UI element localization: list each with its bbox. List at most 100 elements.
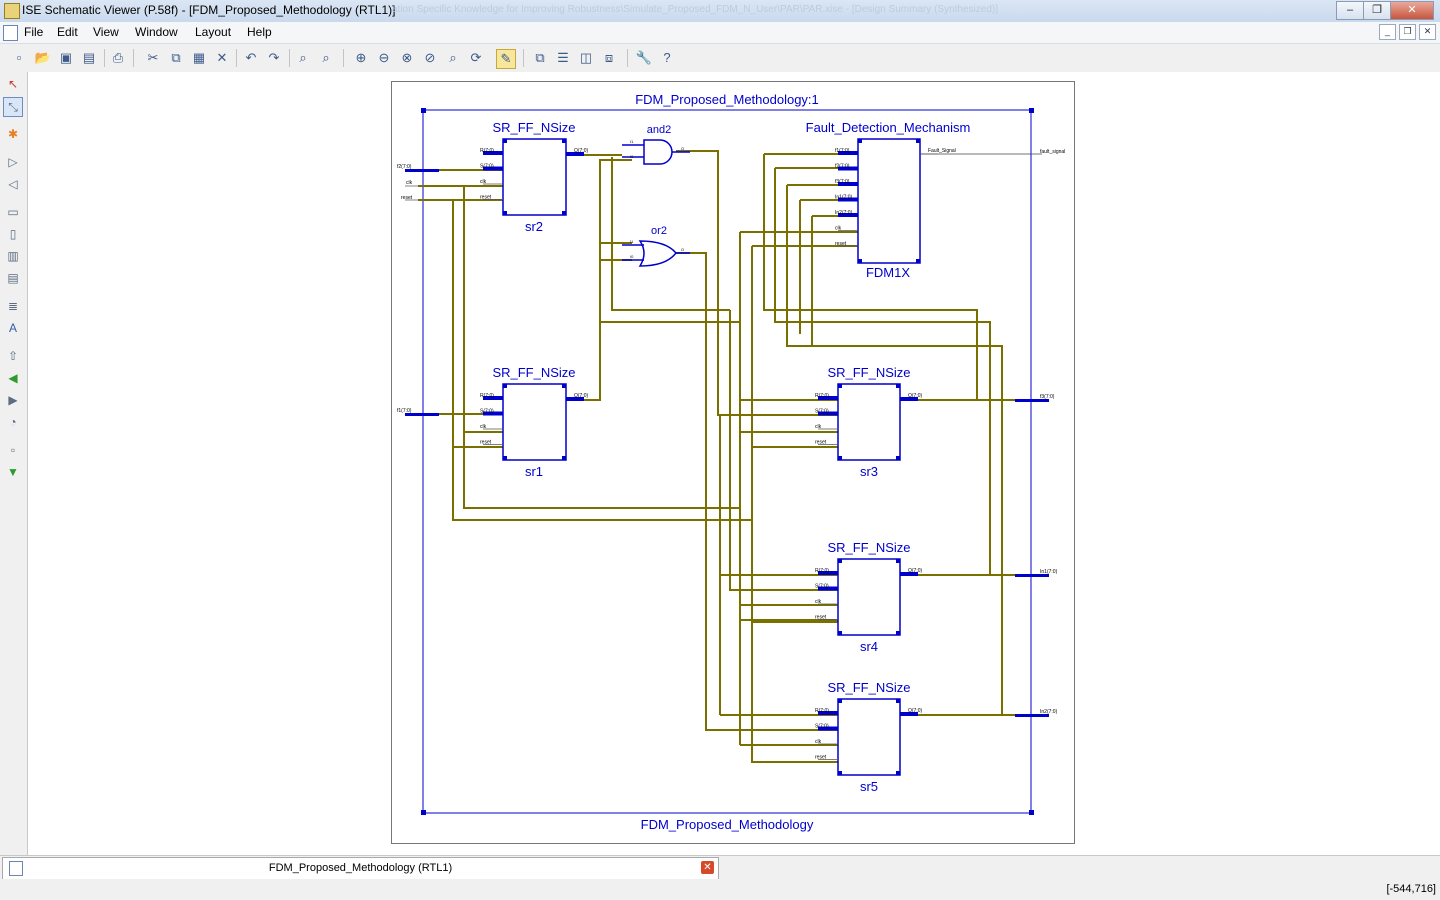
mark-icon[interactable]: ✱ [7, 127, 19, 141]
or2-gate[interactable]: or2 I1 I0 O [622, 225, 690, 267]
block-type-label: SR_FF_NSize [827, 540, 910, 555]
port-label: In1(7:0) [1040, 569, 1058, 575]
print-icon[interactable]: ⎙ [112, 50, 124, 65]
menu-window[interactable]: Window [135, 25, 178, 39]
zoom-in-icon[interactable]: ⊕ [355, 50, 367, 65]
delete-icon[interactable]: ✕ [216, 50, 228, 65]
menu-bar: File Edit View Window Layout Help _ ❐ ✕ [0, 22, 1440, 44]
tile-horizontal-icon[interactable]: ☰ [557, 50, 569, 65]
pin-label: In2(7:0) [835, 210, 853, 216]
or2-label: or2 [651, 225, 667, 237]
window-title: ISE Schematic Viewer (P.58f) - [FDM_Prop… [22, 3, 396, 17]
copy-icon[interactable]: ⧉ [171, 50, 181, 65]
block-type-label: SR_FF_NSize [492, 120, 575, 135]
port-label: f1(7:0) [397, 408, 412, 414]
pop-icon[interactable]: ▤ [7, 271, 19, 285]
block-type-label: Fault_Detection_Mechanism [806, 120, 971, 135]
document-icon[interactable] [3, 25, 18, 41]
block-instance-label: sr4 [860, 639, 878, 654]
pin-label: R(7:0) [815, 393, 829, 399]
undo-icon[interactable]: ↶ [245, 50, 257, 65]
find-next-icon[interactable]: ⌕ [322, 50, 330, 65]
window-title-ghost: ation Specific Knowledge for Improving R… [392, 4, 998, 15]
menu-view[interactable]: View [93, 25, 119, 39]
add-instance-icon[interactable]: ▭ [7, 205, 19, 219]
document-tab-bar: FDM_Proposed_Methodology (RTL1) ✕ [0, 855, 1440, 880]
view-hdl-icon[interactable]: ▫ [10, 443, 16, 457]
zoom-area-icon[interactable]: ⌕ [449, 50, 457, 65]
pin-label: Q(7:0) [574, 393, 589, 399]
tab-schematic[interactable]: FDM_Proposed_Methodology (RTL1) ✕ [2, 857, 719, 880]
pin-label: reset [815, 440, 827, 446]
forward-icon[interactable]: ▶ [8, 393, 18, 407]
port-label: fault_signal [1040, 149, 1065, 155]
minimize-button[interactable]: – [1336, 1, 1364, 20]
pin-label: reset [480, 195, 492, 201]
pin-label: clk [815, 739, 822, 745]
and2-gate[interactable]: and2 I1 I0 O [622, 124, 690, 165]
new-file-icon[interactable]: ▫ [16, 50, 22, 65]
add-output-icon[interactable]: ◁ [8, 177, 18, 191]
pin-label: S(7:0) [815, 409, 829, 415]
properties-icon[interactable]: ≣ [7, 299, 19, 313]
go-up-icon[interactable]: ⇧ [7, 349, 19, 363]
add-input-icon[interactable]: ▷ [8, 155, 18, 169]
save-icon[interactable]: ▣ [59, 50, 73, 65]
pin-label: O [681, 146, 684, 151]
history-icon[interactable]: ◔ [9, 415, 17, 429]
select-icon[interactable]: ↖ [7, 77, 19, 91]
fdm-block[interactable]: f1(7:0)f2(7:0)f3(7:0)In1(7:0)In2(7:0)clk… [806, 120, 971, 280]
mdi-close-button[interactable]: ✕ [1419, 24, 1436, 40]
tab-close-icon[interactable]: ✕ [701, 861, 714, 874]
nets [405, 150, 1020, 763]
route-icon[interactable]: ⤡ [3, 97, 23, 117]
options-icon[interactable]: 🔧 [635, 50, 653, 65]
redo-icon[interactable]: ↷ [268, 50, 280, 65]
pin-label: f2(7:0) [835, 164, 850, 170]
arrange-icon[interactable]: ⧈ [604, 50, 614, 65]
text-icon[interactable]: A [8, 321, 17, 335]
cascade-icon[interactable]: ⧉ [535, 50, 545, 65]
highlight-icon[interactable]: ✎ [496, 49, 516, 69]
cursor-coordinates: [-544,716] [1386, 883, 1436, 895]
zoom-out-icon[interactable]: ⊖ [378, 50, 390, 65]
pin-label: O [681, 247, 684, 252]
add-symbol-icon[interactable]: ▯ [9, 227, 17, 241]
schematic-doc-icon [9, 861, 23, 876]
pin-label: reset [815, 755, 827, 761]
cut-icon[interactable]: ✂ [147, 50, 159, 65]
paste-icon[interactable]: ▦ [192, 50, 206, 65]
menu-help[interactable]: Help [247, 25, 272, 39]
pin-label: clk [815, 424, 822, 430]
pin-label: reset [480, 440, 492, 446]
find-icon[interactable]: ⌕ [299, 50, 307, 65]
open-file-icon[interactable]: 📂 [34, 50, 52, 65]
context-help-icon[interactable]: ? [663, 50, 671, 65]
back-icon[interactable]: ◀ [8, 371, 18, 385]
save-all-icon[interactable]: ▤ [82, 50, 96, 65]
pin-label: I0 [630, 254, 634, 259]
block-type-label: SR_FF_NSize [827, 680, 910, 695]
menu-file[interactable]: File [24, 25, 44, 39]
port-label: reset [401, 195, 413, 201]
close-button[interactable]: ✕ [1390, 1, 1434, 20]
pin-label: clk [480, 424, 487, 430]
maximize-button[interactable]: ❐ [1363, 1, 1391, 20]
push-icon[interactable]: ▥ [7, 249, 19, 263]
run-icon[interactable]: ▼ [7, 465, 19, 479]
mdi-minimize-button[interactable]: _ [1379, 24, 1396, 40]
mdi-restore-button[interactable]: ❐ [1399, 24, 1416, 40]
toolbar: ▫ 📂 ▣ ▤ ⎙ ✂ ⧉ ▦ ✕ ↶ ↷ ⌕ ⌕ ⊕ ⊖ ⊗ ⊘ ⌕ ⟳ ✎ … [0, 44, 1440, 73]
refresh-icon[interactable]: ⟳ [470, 50, 482, 65]
menu-edit[interactable]: Edit [57, 25, 78, 39]
tile-vertical-icon[interactable]: ◫ [579, 50, 593, 65]
zoom-full-icon[interactable]: ⊗ [401, 50, 413, 65]
zoom-to-selected-icon[interactable]: ⊘ [424, 50, 436, 65]
schematic-canvas[interactable]: FDM_Proposed_Methodology:1 FDM_Proposed_… [28, 72, 1440, 855]
menu-layout[interactable]: Layout [195, 25, 232, 39]
